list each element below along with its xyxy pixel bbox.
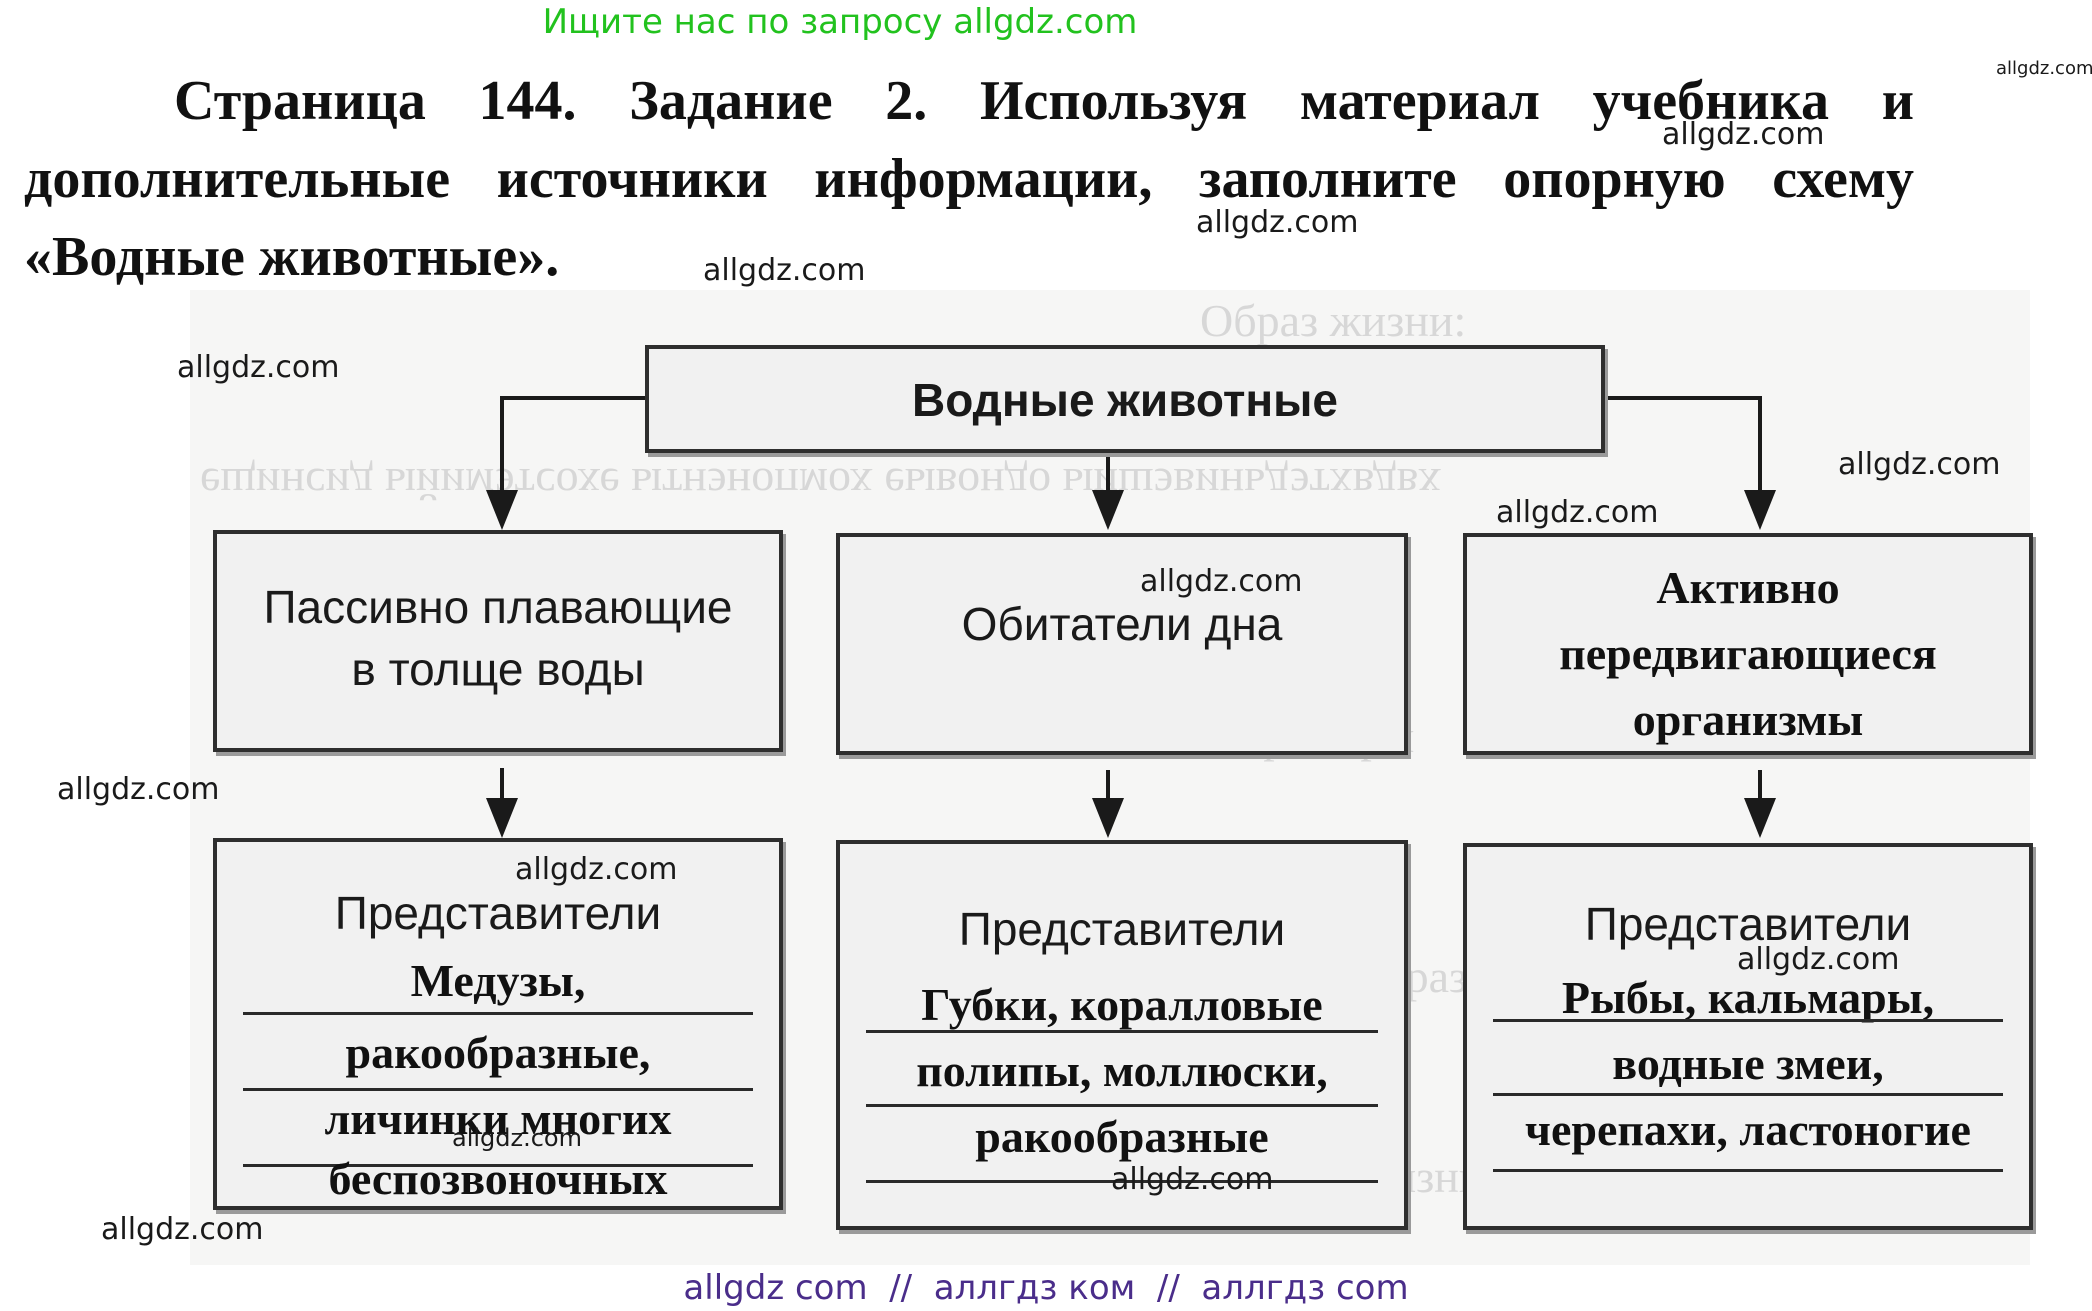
- representatives-node-passive: Представители Медузы, ракообразные, личи…: [213, 838, 783, 1210]
- representative-line: ракообразные,: [345, 1027, 651, 1078]
- watermark: allgdz.com: [452, 1124, 582, 1152]
- representatives-node-active: Представители Рыбы, кальмары, водные зме…: [1463, 843, 2033, 1230]
- footer-watermark: allgdz com // аллгдз ком // аллгдз com: [683, 1268, 1409, 1308]
- task-heading: Страница 144. Задание 2. Используя матер…: [24, 62, 1914, 296]
- answer-line: [1493, 1019, 2003, 1022]
- watermark: allgdz.com: [515, 852, 678, 887]
- category-label-line: Активно: [1656, 562, 1840, 613]
- root-node: Водные животные: [645, 345, 1605, 453]
- answer-line: [1493, 1093, 2003, 1096]
- representative-line: беспозвоночных: [328, 1153, 668, 1204]
- representative-line: личинки многих: [324, 1093, 672, 1144]
- root-node-title: Водные животные: [911, 374, 1339, 426]
- category-label-line: в толще воды: [351, 643, 645, 695]
- watermark: allgdz.com: [1140, 564, 1303, 599]
- answer-line: [1493, 1169, 2003, 1172]
- watermark: allgdz.com: [1737, 942, 1900, 977]
- representative-line: Рыбы, кальмары,: [1561, 972, 1935, 1023]
- representative-line: черепахи, ластоногие: [1525, 1104, 1971, 1155]
- watermark: allgdz.com: [57, 772, 220, 807]
- search-banner: Ищите нас по запросу allgdz.com: [542, 2, 1138, 42]
- representative-line: ракообразные: [975, 1111, 1269, 1162]
- ghost-text: Образ жизни:: [1200, 295, 1467, 346]
- representatives-node-bottom-dwellers: Представители Губки, коралловые полипы, …: [836, 840, 1408, 1230]
- answer-line: [866, 1030, 1378, 1033]
- category-label-line: Обитатели дна: [961, 598, 1283, 650]
- representatives-title: Представители: [1584, 898, 1912, 950]
- watermark: allgdz.com: [703, 253, 866, 288]
- answer-line: [243, 1012, 753, 1015]
- watermark: allgdz.com: [1496, 495, 1659, 530]
- representative-line: Губки, коралловые: [921, 979, 1323, 1030]
- corner-watermark: allgdz.com: [1996, 58, 2092, 79]
- category-label-line: передвигающиеся: [1559, 628, 1937, 679]
- task-heading-text: Страница 144. Задание 2. Используя матер…: [24, 70, 1914, 288]
- representatives-title: Представители: [334, 887, 662, 939]
- category-label-line: Пассивно плавающие: [263, 581, 733, 633]
- category-node-active: Активно передвигающиеся организмы: [1463, 533, 2033, 755]
- watermark: allgdz.com: [177, 350, 340, 385]
- watermark: allgdz.com: [101, 1212, 264, 1247]
- answer-line: [866, 1104, 1378, 1107]
- category-node-bottom-dwellers: Обитатели дна: [836, 533, 1408, 755]
- representative-line: Медузы,: [410, 955, 586, 1006]
- watermark: allgdz.com: [1111, 1162, 1274, 1197]
- watermark: allgdz.com: [1838, 447, 2001, 482]
- category-label-line: организмы: [1632, 694, 1864, 745]
- answer-line: [243, 1164, 753, 1167]
- watermark: allgdz.com: [1662, 117, 1825, 152]
- answer-line: [866, 1180, 1378, 1183]
- category-node-passive: Пассивно плавающие в толще воды: [213, 530, 783, 752]
- representative-line: полипы, моллюски,: [916, 1045, 1328, 1096]
- representatives-title: Представители: [958, 903, 1286, 955]
- watermark: allgdz.com: [1196, 205, 1359, 240]
- representative-line: водные змеи,: [1612, 1038, 1884, 1089]
- answer-line: [243, 1088, 753, 1091]
